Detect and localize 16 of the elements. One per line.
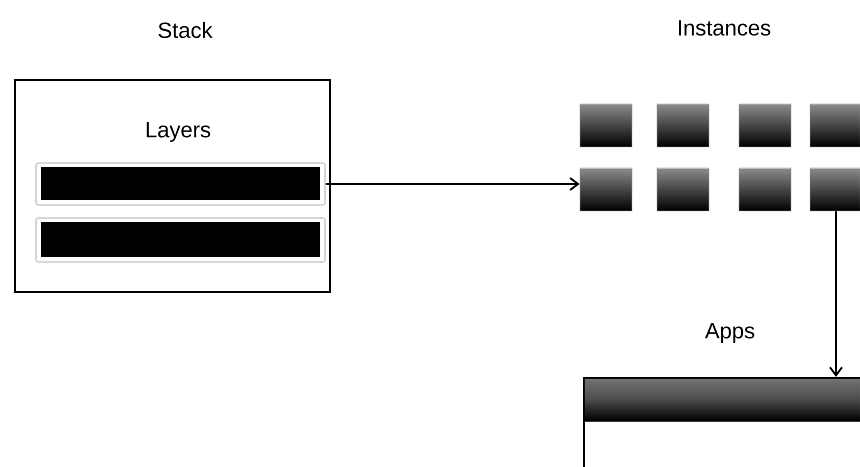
instance-block [656,168,710,212]
instance-block [810,104,860,148]
instance-block [580,168,632,212]
layer-bar [35,162,326,206]
arrow [829,211,843,377]
arrow [326,177,580,191]
group-label: Instances [678,20,770,36]
instance-block [738,104,792,148]
instance-block [738,168,792,212]
layer-bar [35,217,326,263]
title-bar [583,377,860,422]
node-label: Stack [158,22,213,38]
instance-block [656,104,710,148]
instance-block [810,168,860,212]
instance-block [580,104,632,148]
node-label: Apps [704,323,754,343]
